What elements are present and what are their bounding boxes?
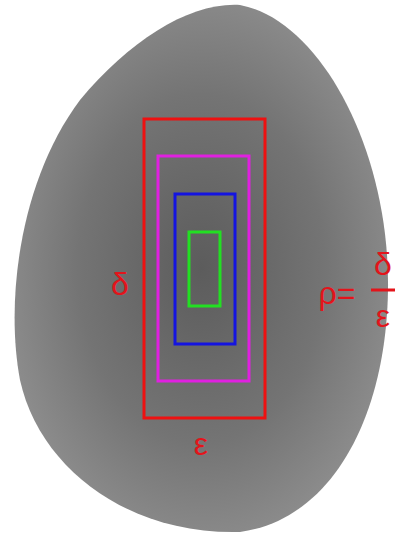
formula-numerator: δ [374,248,392,280]
depth-image [15,5,388,532]
red-rectangle [144,119,265,418]
magenta-rectangle [158,156,249,381]
formula-denominator: ε [376,300,390,332]
dimension-label: δ [111,268,129,300]
dimension-label: ε [194,428,208,460]
blue-rectangle [175,194,235,344]
fraction-bar [371,289,395,292]
green-rectangle [189,232,220,306]
formula-label: ρ= [319,277,356,309]
